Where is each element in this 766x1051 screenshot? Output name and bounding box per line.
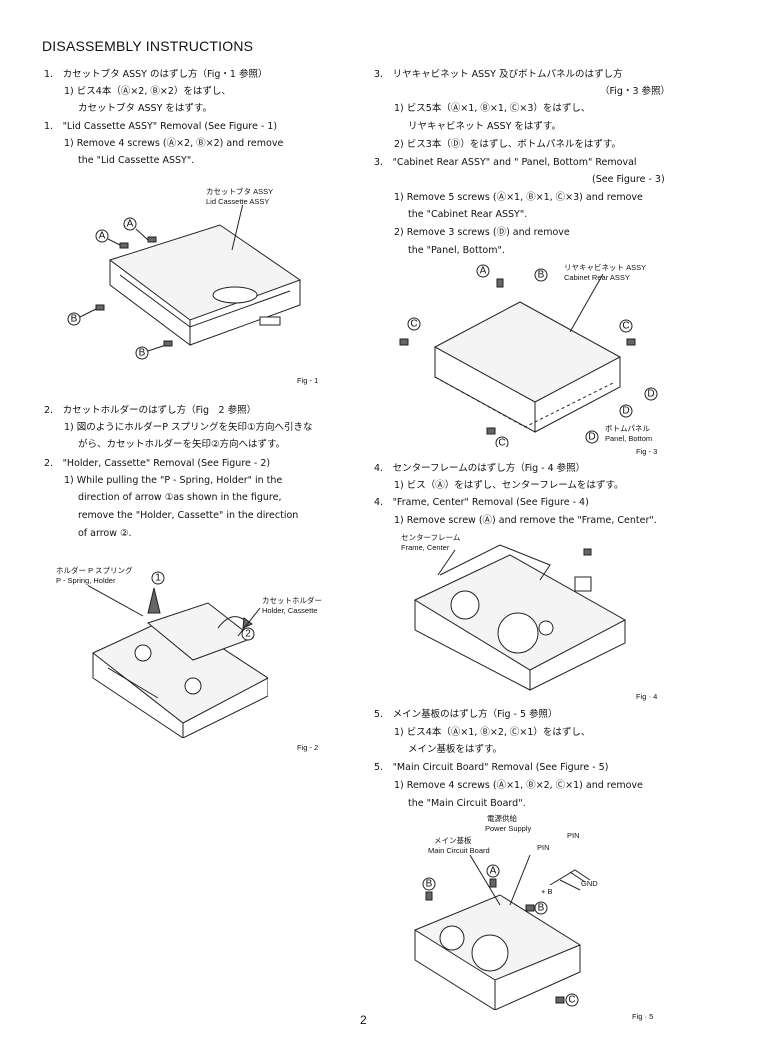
fig5-board-label-en: Main Circuit Board xyxy=(428,846,490,855)
fig5-board-label-jp: メイン基板 xyxy=(434,836,472,845)
s3-en-step-2: 2) Remove 3 screws (Ⓓ) and remove xyxy=(394,227,570,238)
svg-text:D: D xyxy=(622,406,629,417)
s5-en-heading: 5. "Main Circuit Board" Removal (See Fig… xyxy=(374,762,609,773)
page-number: 2 xyxy=(360,1013,367,1027)
s4-en-heading: 4. "Frame, Center" Removal (See Figure -… xyxy=(374,497,589,508)
s3-en-ref: (See Figure - 3) xyxy=(592,174,665,185)
s2-en-step-1-cont-2: remove the "Holder, Cassette" in the dir… xyxy=(78,510,299,521)
s2-en-heading: 2. "Holder, Cassette" Removal (See Figur… xyxy=(44,458,271,469)
svg-text:C: C xyxy=(410,319,417,330)
fig2-holder-label-jp: カセットホルダー xyxy=(262,596,322,605)
svg-text:B: B xyxy=(538,903,545,914)
s3-en-step-1-cont: the "Cabinet Rear ASSY". xyxy=(408,209,528,220)
svg-text:A: A xyxy=(480,266,487,277)
s1-en-step-1: 1) Remove 4 screws (Ⓐ×2, Ⓑ×2) and remove xyxy=(64,138,284,149)
svg-text:2: 2 xyxy=(245,629,251,640)
s3-jp-heading: 3. リヤキャビネット ASSY 及びボトムパネルのはずし方 xyxy=(374,69,623,80)
s3-en-step-2-cont: the "Panel, Bottom". xyxy=(408,245,505,256)
s5-jp-heading: 5. メイン基板のはずし方（Fig - 5 参照） xyxy=(374,709,558,720)
fig5-gnd-label: GND xyxy=(581,879,598,888)
svg-text:A: A xyxy=(127,219,134,230)
fig5-pin-label-b: PIN xyxy=(537,843,550,852)
s2-en-step-1-cont-3: of arrow ②. xyxy=(78,528,132,539)
fig3-panel-label-en: Panel, Bottom xyxy=(605,434,653,443)
fig5-plus-b-label: + B xyxy=(541,887,553,896)
s4-jp-step-1: 1) ビス（Ⓐ）をはずし、センターフレームをはずす。 xyxy=(394,480,624,491)
fig3-cabinet-rear-drawing: A B C C C D D D xyxy=(399,264,658,448)
svg-text:B: B xyxy=(139,348,146,359)
s1-en-step-1-cont: the "Lid Cassette ASSY". xyxy=(78,155,195,166)
fig3-cab-label-en: Cabinet Rear ASSY xyxy=(564,273,630,282)
s5-jp-step-1-cont: メイン基板をはずす。 xyxy=(408,744,503,755)
fig4-label-en: Frame, Center xyxy=(401,543,450,552)
fig2-cassette-holder-drawing: 1 2 xyxy=(88,571,268,738)
fig2-spring-label-en: P - Spring, Holder xyxy=(56,576,116,585)
svg-text:B: B xyxy=(71,314,78,325)
fig2-caption: Fig - 2 xyxy=(297,743,319,752)
svg-text:A: A xyxy=(99,231,106,242)
fig1-label-en: Lid Cassette ASSY xyxy=(206,197,270,206)
fig4-label-jp: センターフレーム xyxy=(401,533,461,542)
fig1-label-jp: カセットブタ ASSY xyxy=(206,187,274,196)
s3-jp-step-2: 2) ビス3本（Ⓓ）をはずし、ボトムパネルをはずす。 xyxy=(394,139,621,150)
fig4-caption: Fig · 4 xyxy=(636,692,658,701)
svg-text:C: C xyxy=(568,995,575,1006)
s5-en-step-1-cont: the "Main Circuit Board". xyxy=(408,798,526,809)
page-title: DISASSEMBLY INSTRUCTIONS xyxy=(42,38,254,54)
fig1-caption: Fig - 1 xyxy=(297,376,319,385)
fig5-caption: Fig · 5 xyxy=(632,1012,654,1021)
svg-text:1: 1 xyxy=(155,573,161,584)
svg-text:D: D xyxy=(647,389,654,400)
s2-jp-heading: 2. カセットホルダーのはずし方（Fig 2 参照） xyxy=(44,405,257,416)
s1-jp-step-1: 1) ビス4本（Ⓐ×2, Ⓑ×2）をはずし、 xyxy=(64,86,231,97)
fig3-panel-label-jp: ボトムパネル xyxy=(605,424,650,433)
fig1-cassette-lid-drawing: A A B B xyxy=(67,205,302,360)
s3-jp-step-1-cont: リヤキャビネット ASSY をはずす。 xyxy=(408,121,561,132)
fig5-main-board-drawing: B A B C xyxy=(413,854,591,1010)
fig2-holder-label-en: Holder, Cassette xyxy=(262,606,318,615)
s1-jp-step-1-cont: カセットブタ ASSY をはずす。 xyxy=(78,103,212,114)
s2-en-step-1: 1) While pulling the "P - Spring, Holder… xyxy=(64,475,283,486)
s2-jp-step-1-cont: がら、カセットホルダーを矢印②方向へはずす。 xyxy=(78,439,286,450)
fig3-cab-label-jp: リヤキャビネット ASSY xyxy=(564,263,647,272)
s5-jp-step-1: 1) ビス4本（Ⓐ×1, Ⓑ×2, Ⓒ×1）をはずし、 xyxy=(394,727,591,738)
s3-jp-ref: （Fig・3 参照） xyxy=(600,86,671,97)
s4-jp-heading: 4. センターフレームのはずし方（Fig - 4 参照） xyxy=(374,463,586,474)
fig5-psu-label-jp: 電源供給 xyxy=(487,814,517,823)
s4-en-step-1: 1) Remove screw (Ⓐ) and remove the "Fram… xyxy=(394,515,657,526)
s3-en-step-1: 1) Remove 5 screws (Ⓐ×1, Ⓑ×1, Ⓒ×3) and r… xyxy=(394,192,643,203)
s1-jp-heading: 1. カセットブタ ASSY のはずし方（Fig・1 参照） xyxy=(44,69,268,80)
fig2-spring-label-jp: ホルダー P スプリング xyxy=(56,566,133,575)
s1-en-heading: 1. "Lid Cassette ASSY" Removal (See Figu… xyxy=(44,121,278,132)
svg-text:B: B xyxy=(426,879,433,890)
fig5-pin-label-a: PIN xyxy=(567,831,580,840)
s3-en-heading: 3. "Cabinet Rear ASSY" and " Panel, Bott… xyxy=(374,157,637,168)
svg-text:C: C xyxy=(498,438,505,448)
fig3-caption: Fig - 3 xyxy=(636,447,658,456)
fig4-center-frame-drawing xyxy=(413,544,627,691)
s3-jp-step-1: 1) ビス5本（Ⓐ×1, Ⓑ×1, Ⓒ×3）をはずし、 xyxy=(394,103,591,114)
svg-text:C: C xyxy=(622,321,629,332)
fig5-psu-label-en: Power Supply xyxy=(485,824,532,833)
svg-text:D: D xyxy=(588,432,595,443)
svg-text:A: A xyxy=(490,866,497,877)
s2-en-step-1-cont-1: direction of arrow ①as shown in the figu… xyxy=(78,492,282,503)
svg-text:B: B xyxy=(538,270,545,281)
s5-en-step-1: 1) Remove 4 screws (Ⓐ×1, Ⓑ×2, Ⓒ×1) and r… xyxy=(394,780,643,791)
s2-jp-step-1: 1) 図のようにホルダーP スプリングを矢印①方向へ引きな xyxy=(64,422,313,433)
